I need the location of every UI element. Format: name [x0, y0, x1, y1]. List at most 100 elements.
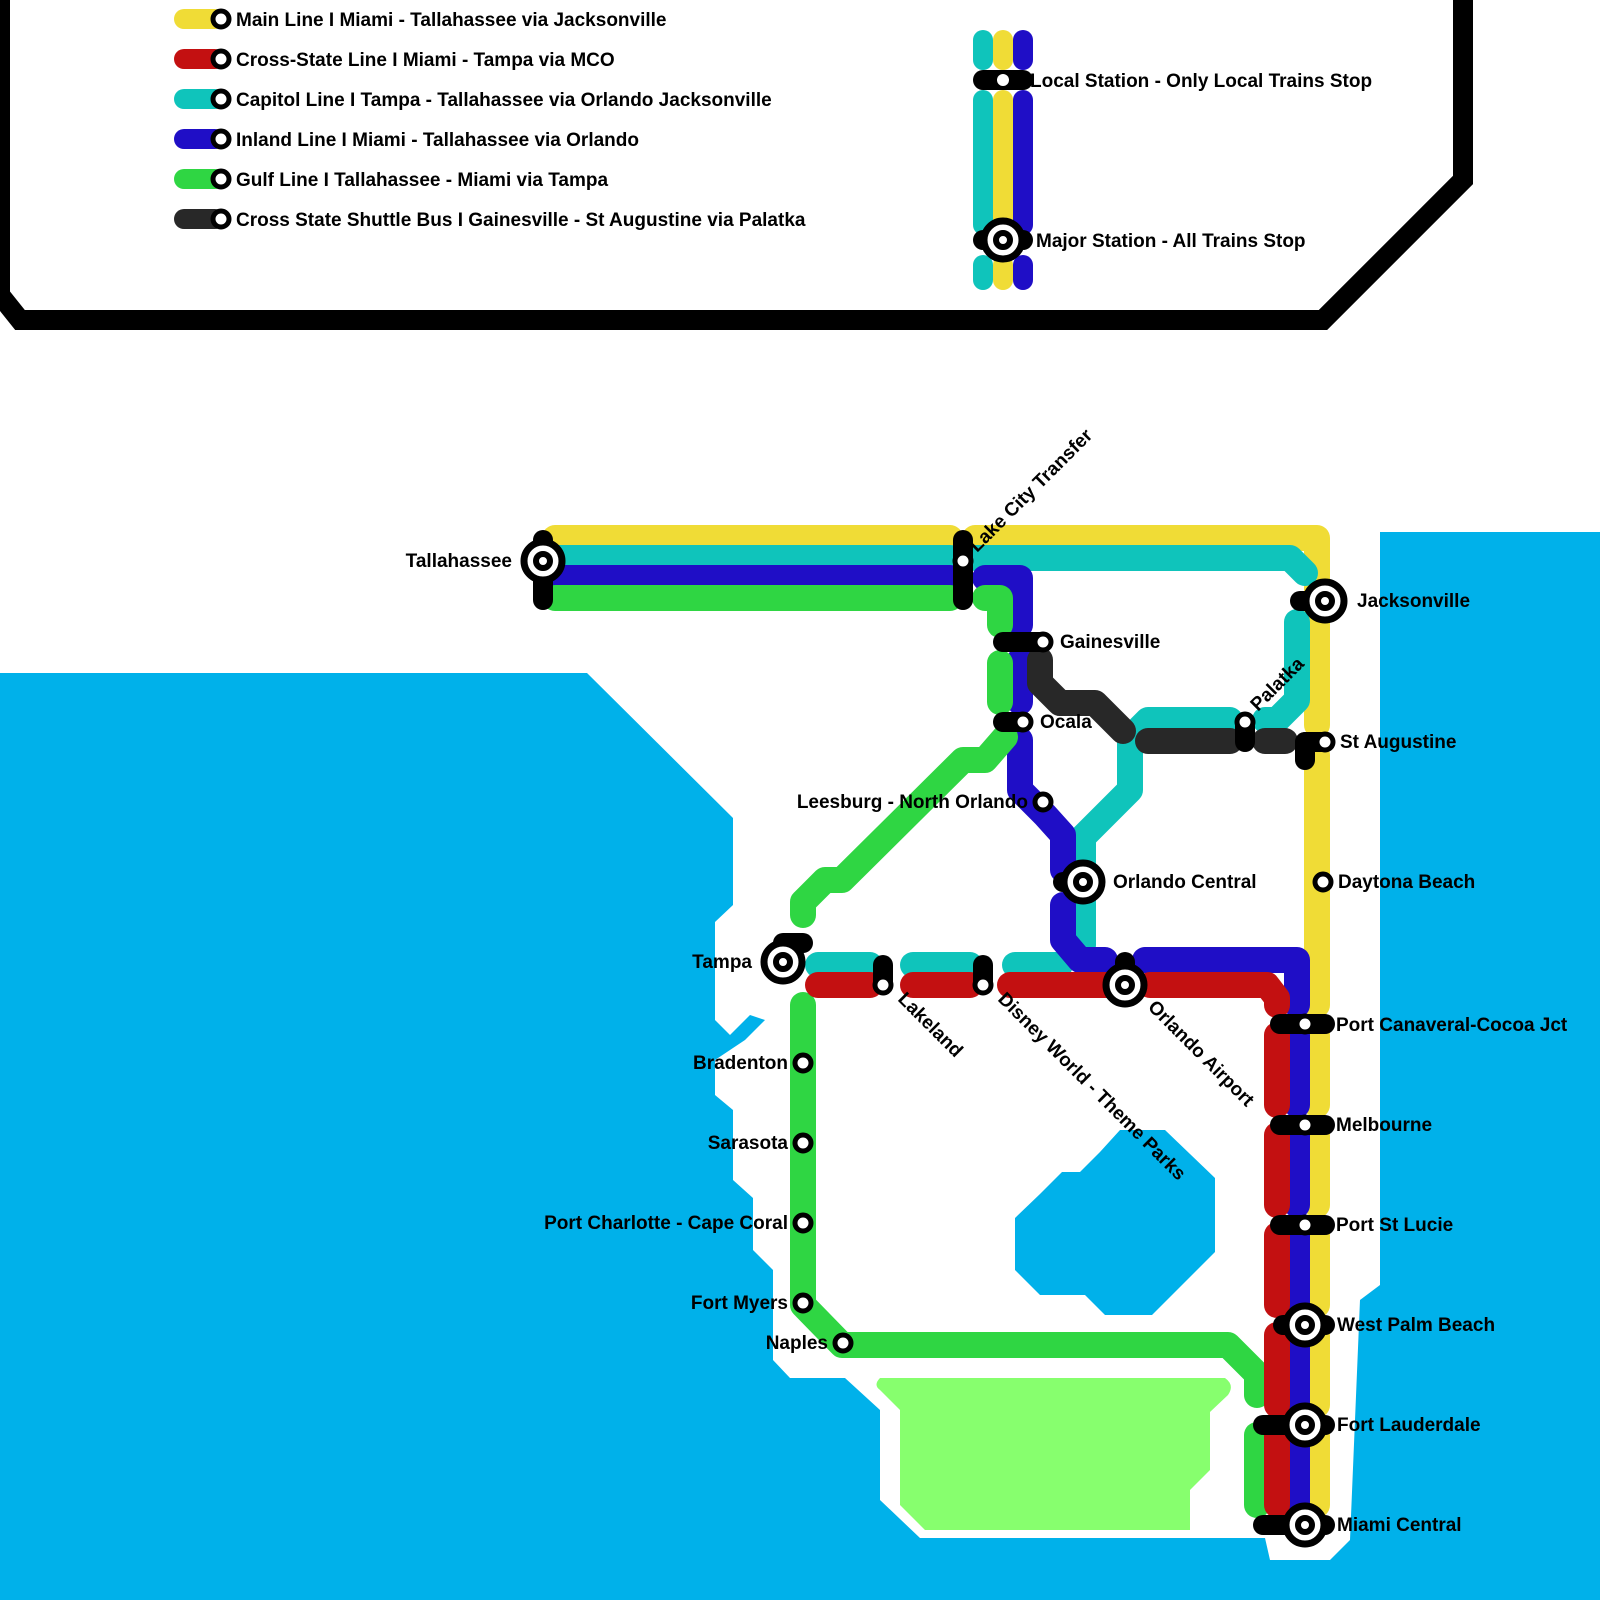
route-shuttle: [1027, 647, 1136, 744]
station-orlando-central[interactable]: Orlando Central: [1053, 859, 1257, 905]
route-capitol: [1252, 609, 1310, 733]
station-leesburg[interactable]: Leesburg - North Orlando: [797, 791, 1054, 813]
legend-label: Gulf Line I Tallahassee - Miami via Tamp…: [236, 170, 608, 191]
station-label: Daytona Beach: [1338, 872, 1475, 893]
legend-label: Capitol Line I Tampa - Tallahassee via O…: [236, 90, 772, 111]
local-station-dot-icon: [1234, 711, 1256, 733]
station-marker-icon: [210, 208, 232, 230]
route-inland: [1050, 892, 1118, 973]
station-tallahassee[interactable]: Tallahassee: [406, 530, 566, 610]
route-inland: [972, 565, 1033, 638]
local-station-dot-icon: [792, 1132, 814, 1154]
local-station-dot-icon: [972, 974, 994, 996]
station-label: St Augustine: [1340, 732, 1456, 753]
station-label: Port St Lucie: [1336, 1215, 1453, 1236]
station-label: Port Charlotte - Cape Coral: [544, 1213, 788, 1234]
route-lines: [542, 525, 1330, 1518]
major-station-core-icon: [773, 952, 793, 972]
route-gulf: [790, 724, 1018, 928]
local-station-dot-icon: [792, 1292, 814, 1314]
local-station-dot-icon: [792, 1212, 814, 1234]
route-cross-state: [1137, 972, 1290, 1018]
station-marker-icon: [210, 128, 232, 150]
station-label: Lakeland: [893, 989, 966, 1062]
major-station-core-icon: [1295, 1415, 1315, 1435]
local-station-dot-icon: [1012, 711, 1034, 733]
station-marker-icon: [210, 88, 232, 110]
legend-item-cross_state: Cross-State Line I Miami - Tampa via MCO: [174, 48, 615, 71]
station-ocala[interactable]: Ocala: [993, 711, 1092, 733]
station-label: Fort Lauderdale: [1337, 1415, 1481, 1436]
major-station-core-icon: [533, 551, 553, 571]
legend-major-label: Major Station - All Trains Stop: [1036, 231, 1306, 252]
route-inland: [1132, 947, 1310, 1018]
station-port-st-lucie[interactable]: Port St Lucie: [1270, 1214, 1453, 1236]
station-marker-icon: [210, 8, 232, 30]
legend-border: [0, 0, 1473, 330]
legend-item-main: Main Line I Miami - Tallahassee via Jack…: [174, 8, 667, 31]
legend-item-capitol: Capitol Line I Tampa - Tallahassee via O…: [174, 88, 772, 111]
station-label: West Palm Beach: [1337, 1315, 1495, 1336]
station-tampa[interactable]: Tampa: [692, 933, 813, 985]
everglades-park: [876, 1378, 1231, 1530]
local-station-dot-icon: [832, 1332, 854, 1354]
station-label: Orlando Airport: [1143, 997, 1258, 1112]
station-fort-lauderdale[interactable]: Fort Lauderdale: [1253, 1402, 1481, 1448]
station-label: Bradenton: [693, 1053, 788, 1074]
major-station-core-icon: [1073, 872, 1093, 892]
station-label: Leesburg - North Orlando: [797, 792, 1028, 813]
legend-panel: Main Line I Miami - Tallahassee via Jack…: [0, 0, 1473, 330]
station-label: Naples: [766, 1333, 828, 1354]
local-station-dot-icon: [1314, 731, 1336, 753]
major-station-core-icon: [1295, 1515, 1315, 1535]
station-label: Miami Central: [1337, 1515, 1462, 1536]
station-port-canaveral[interactable]: Port Canaveral-Cocoa Jct: [1270, 1013, 1568, 1036]
local-station-dot-icon: [872, 974, 894, 996]
route-inland: [1007, 727, 1076, 883]
station-label: Gainesville: [1060, 632, 1160, 653]
station-label: Ocala: [1040, 712, 1092, 733]
legend-item-inland: Inland Line I Miami - Tallahassee via Or…: [174, 128, 639, 151]
local-station-dot-icon: [1312, 871, 1334, 893]
station-label: Tallahassee: [406, 551, 512, 572]
station-label: Tampa: [692, 952, 752, 973]
station-label: Fort Myers: [691, 1293, 788, 1314]
legend-label: Cross-State Line I Miami - Tampa via MCO: [236, 50, 615, 71]
station-west-palm[interactable]: West Palm Beach: [1273, 1302, 1495, 1348]
station-gainesville[interactable]: Gainesville: [993, 631, 1160, 653]
lake-okeechobee: [1015, 1130, 1215, 1315]
station-port-charlotte[interactable]: Port Charlotte - Cape Coral: [544, 1212, 814, 1234]
station-marker-icon: [210, 168, 232, 190]
station-label: Orlando Central: [1113, 872, 1257, 893]
major-station-core-icon: [1315, 591, 1335, 611]
legend-item-gulf: Gulf Line I Tallahassee - Miami via Tamp…: [174, 168, 608, 191]
route-main: [962, 525, 1330, 738]
local-station-dot-icon: [1032, 631, 1054, 653]
route-capitol: [1070, 707, 1243, 958]
station-sarasota[interactable]: Sarasota: [708, 1132, 814, 1154]
legend-local-station: Local Station - Only Local Trains Stop: [973, 70, 1372, 92]
station-daytona[interactable]: Daytona Beach: [1312, 871, 1475, 893]
legend-label: Inland Line I Miami - Tallahassee via Or…: [236, 130, 639, 151]
station-jacksonville[interactable]: Jacksonville: [1290, 578, 1470, 624]
legend-item-shuttle: Cross State Shuttle Bus I Gainesville - …: [174, 208, 806, 231]
gulf-of-mexico-water: [0, 532, 1600, 1600]
route-capitol: [962, 545, 1318, 586]
station-naples[interactable]: Naples: [766, 1332, 854, 1354]
local-station-dot-icon: [997, 74, 1009, 86]
tampa-bay-peninsula: [715, 932, 760, 1025]
local-station-dot-icon: [1294, 1013, 1316, 1035]
legend-label: Main Line I Miami - Tallahassee via Jack…: [236, 10, 667, 31]
legend-local-label: Local Station - Only Local Trains Stop: [1030, 71, 1372, 92]
route-gulf: [972, 585, 1013, 638]
station-fort-myers[interactable]: Fort Myers: [691, 1292, 814, 1314]
station-miami-central[interactable]: Miami Central: [1253, 1502, 1462, 1548]
station-label: Port Canaveral-Cocoa Jct: [1336, 1015, 1568, 1036]
station-melbourne[interactable]: Melbourne: [1270, 1114, 1432, 1136]
station-marker-icon: [210, 48, 232, 70]
local-station-dot-icon: [1294, 1114, 1316, 1136]
station-bradenton[interactable]: Bradenton: [693, 1052, 814, 1074]
route-gulf: [790, 992, 1270, 1408]
station-st-augustine[interactable]: St Augustine: [1295, 731, 1456, 770]
